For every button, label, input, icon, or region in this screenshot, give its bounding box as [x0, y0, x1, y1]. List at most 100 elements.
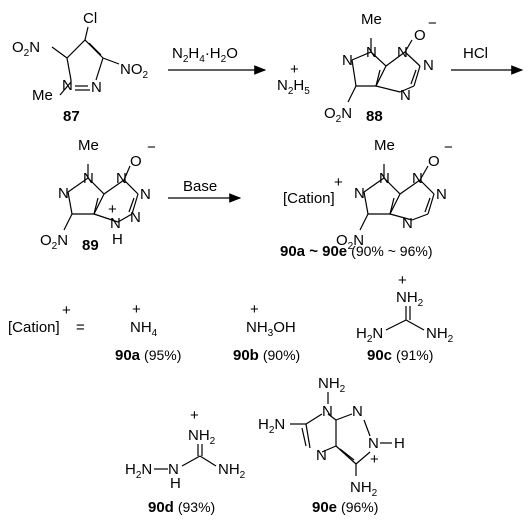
- arrow-step1: N2H4·H2O: [168, 45, 267, 75]
- nitro-label-88: O2N: [324, 105, 352, 125]
- aminoguanidinium-h: H: [170, 475, 181, 492]
- n-label-89e: N: [130, 209, 141, 226]
- n-label-90c: N: [412, 170, 423, 187]
- cation-90c-id: 90c: [367, 347, 392, 364]
- plus-charge-90: +: [334, 174, 343, 191]
- n-label-88e: N: [400, 87, 411, 104]
- svg-text:90a(95%): 90a(95%): [115, 347, 181, 364]
- aminoguanidinium-nh: N: [168, 461, 179, 478]
- triazolo-n-left-bottom: N: [316, 447, 327, 464]
- cation-90e: NH2 N N H2N N N H + NH2 90e(96%): [258, 375, 405, 516]
- n-label-88b: N: [366, 44, 377, 61]
- n-label-90b: N: [379, 170, 390, 187]
- cation-definition-label: [Cation]: [8, 319, 60, 336]
- compound-89: Me O − N N N N N N + H O2N 89: [40, 137, 156, 254]
- n-label-89b: N: [83, 170, 94, 187]
- methyl-label-89: Me: [78, 137, 99, 154]
- cation-90b-yield: (90%): [263, 347, 300, 363]
- compound-90: [Cation] + Me O − N N N N N O2N 90a ~ 90…: [280, 137, 453, 260]
- ammonium-formula: NH4: [130, 319, 158, 339]
- triazolo-nh2-top: NH2: [318, 375, 346, 395]
- plus-charge: +: [290, 61, 299, 78]
- reagent-hcl: HCl: [463, 45, 488, 62]
- plus-charge-90d: +: [190, 407, 199, 424]
- compound-87: Cl O2N NO2 N N Me 87: [12, 10, 149, 125]
- n-label-89c: N: [116, 170, 127, 187]
- minus-charge-89: −: [147, 139, 156, 156]
- n-label-89a: N: [58, 185, 69, 202]
- cation-label-90: [Cation]: [283, 190, 335, 207]
- methyl-label: Me: [32, 87, 53, 104]
- triazolo-nh2-left: H2N: [258, 416, 285, 436]
- cation-definition-equals: =: [76, 319, 85, 336]
- nitro-label-90: O2N: [336, 232, 364, 252]
- n-label-88d: N: [423, 57, 434, 74]
- ring-n2-label: N: [91, 79, 102, 96]
- reagent-base: Base: [183, 178, 217, 195]
- guanidinium-nh2-right: NH2: [426, 325, 454, 345]
- cation-definition: [Cation] + =: [8, 302, 85, 336]
- aminoguanidinium-nh2-right: NH2: [218, 461, 246, 481]
- n-label-90a: N: [354, 185, 365, 202]
- guanidinium-nh2-top: NH2: [396, 289, 424, 309]
- oxide-label-88: O: [414, 27, 426, 44]
- cation-definition-plus: +: [62, 302, 71, 319]
- triazolo-nh2-bottom: NH2: [350, 479, 378, 499]
- plus-charge-90e: +: [370, 451, 379, 468]
- triazolo-n-right: N: [368, 435, 379, 452]
- hydrazinium-cation: N2H5: [277, 77, 310, 97]
- compound-90-id: 90a ~ 90e: [280, 243, 347, 260]
- guanidinium-nh2-left: H2N: [356, 325, 383, 345]
- minus-charge-90: −: [444, 139, 453, 156]
- cation-90e-id: 90e: [312, 499, 337, 516]
- cation-90d: + NH2 N H H2N NH2 90d(93%): [125, 407, 246, 516]
- n-label-90d: N: [436, 186, 447, 203]
- minus-charge-88: −: [428, 15, 437, 32]
- cation-90a: + NH4 90a(95%): [115, 301, 181, 364]
- svg-text:90b(90%): 90b(90%): [233, 347, 300, 364]
- aminoguanidinium-nh2-top: NH2: [188, 427, 216, 447]
- nitro-label-89: O2N: [40, 232, 68, 252]
- oxide-label-90: O: [428, 153, 440, 170]
- cation-90a-yield: (95%): [144, 347, 181, 363]
- cation-90e-yield: (96%): [341, 499, 378, 515]
- aminoguanidinium-nh2-left: H2N: [125, 461, 152, 481]
- triazolo-n-right-top: N: [352, 403, 363, 420]
- svg-text:90e(96%): 90e(96%): [312, 499, 378, 516]
- plus-charge-89: +: [108, 201, 117, 218]
- plus-charge-90c: +: [398, 272, 407, 289]
- n-label-88c: N: [397, 44, 408, 61]
- compound-88-id: 88: [366, 108, 383, 125]
- plus-charge-90b: +: [250, 301, 259, 318]
- svg-text:90d(93%): 90d(93%): [148, 499, 215, 516]
- cation-90a-id: 90a: [115, 347, 141, 364]
- cation-90c-yield: (91%): [396, 347, 433, 363]
- compound-87-id: 87: [63, 108, 80, 125]
- triazolo-h: H: [394, 435, 405, 452]
- plus-charge-90a: +: [132, 301, 141, 318]
- h-label-89: H: [112, 231, 123, 248]
- nh-label-89: N: [110, 215, 121, 232]
- hydroxylammonium-formula: NH3OH: [246, 319, 296, 339]
- arrow-step3: Base: [168, 178, 242, 203]
- compound-90-yield: (90% ~ 96%): [351, 243, 432, 259]
- triazolo-n-top: N: [322, 403, 333, 420]
- ring-n1-label: N: [62, 77, 73, 94]
- n-label-88a: N: [342, 52, 353, 69]
- cation-90b-id: 90b: [233, 347, 259, 364]
- svg-text:90c(91%): 90c(91%): [367, 347, 433, 364]
- nitro-right-label: NO2: [120, 61, 149, 81]
- oxide-label-89: O: [130, 153, 142, 170]
- n-label-89d: N: [140, 186, 151, 203]
- cation-90d-yield: (93%): [178, 499, 215, 515]
- nitro-left-label: O2N: [12, 39, 40, 59]
- compound-88: N2H5 + Me O − N N N N N O2N 88: [277, 11, 437, 125]
- cation-90d-id: 90d: [148, 499, 174, 516]
- compound-90-yield-line: 90a ~ 90e(90% ~ 96%): [280, 243, 432, 260]
- chlorine-label: Cl: [83, 10, 97, 27]
- arrow-step2: HCl: [451, 45, 524, 75]
- methyl-label-88: Me: [361, 11, 382, 28]
- cation-90c: + NH2 H2N NH2 90c(91%): [356, 272, 454, 364]
- n-label-90e: N: [402, 215, 413, 232]
